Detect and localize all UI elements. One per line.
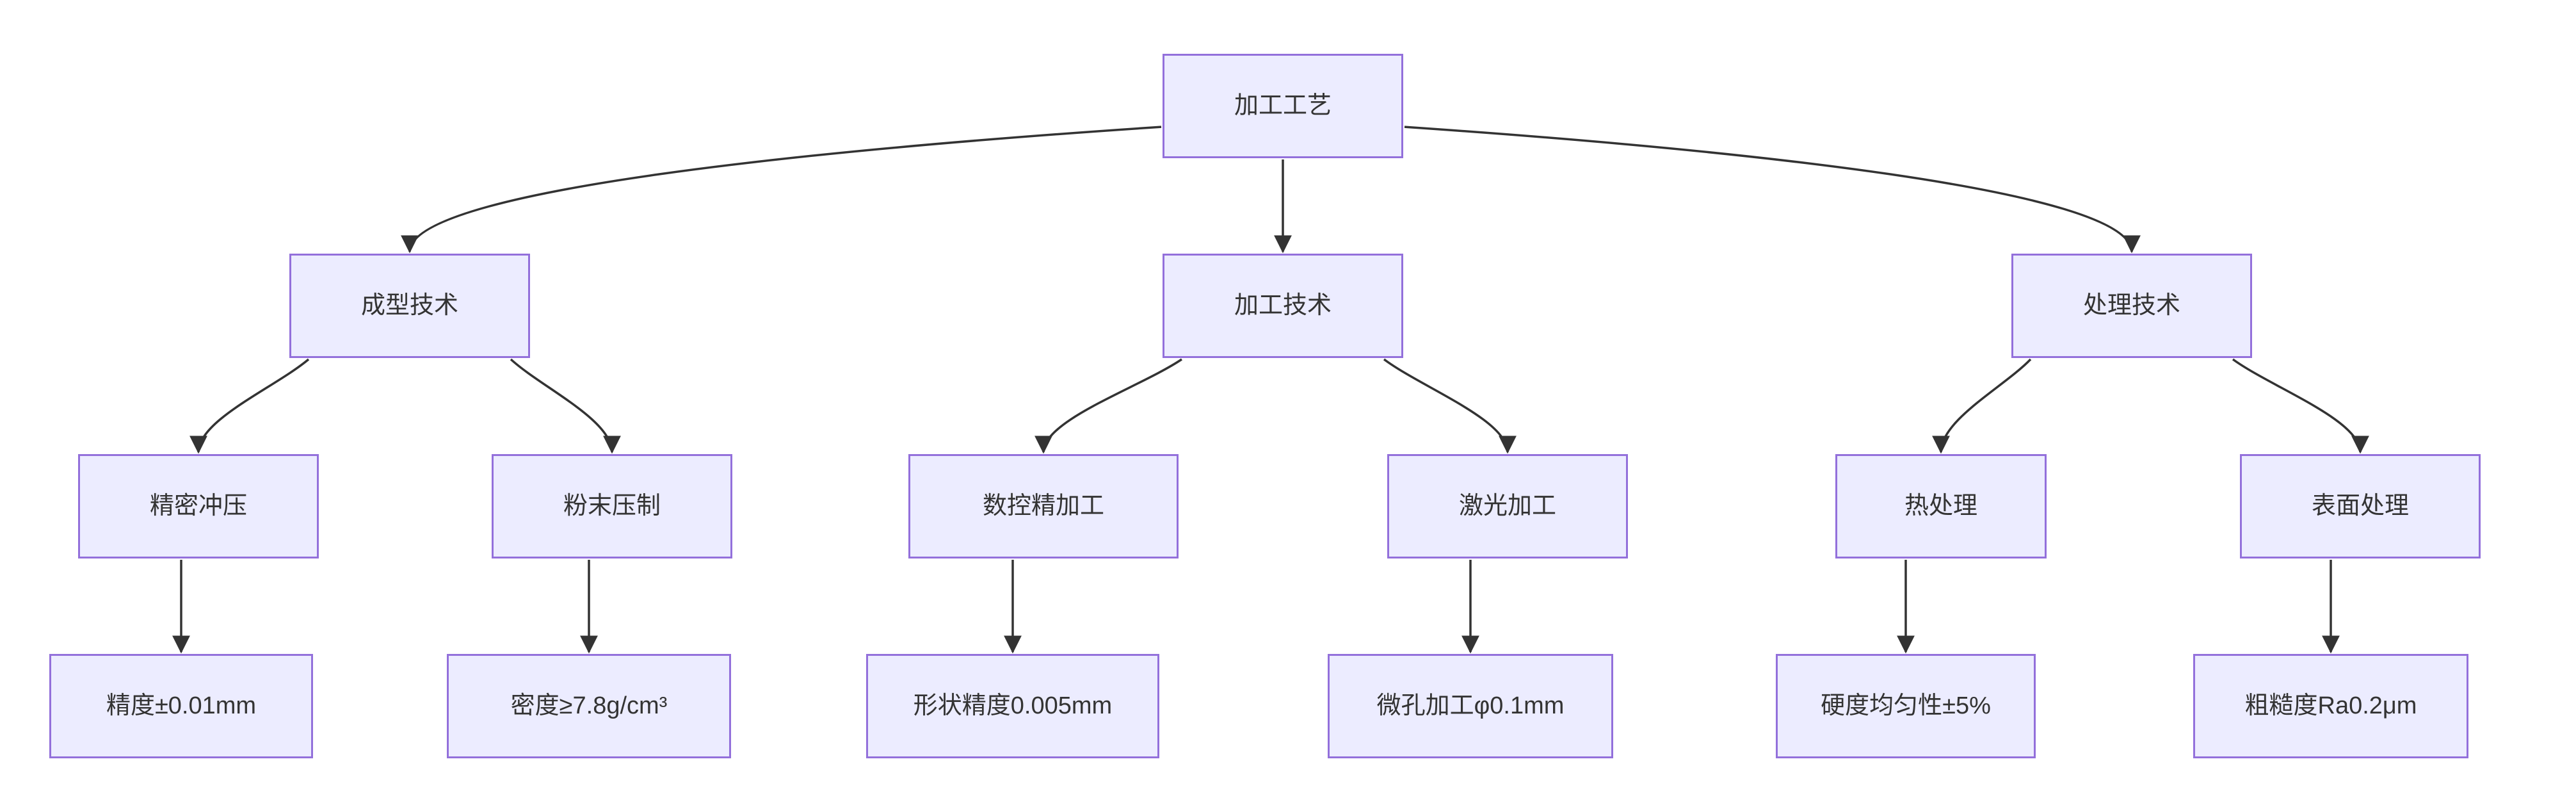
flow-node-heat-spec: 硬度均匀性±5%: [1776, 654, 2036, 758]
edge-forming-to-stamping: [189, 358, 310, 454]
flow-node-surface: 表面处理: [2240, 454, 2481, 558]
flow-node-surface-spec: 粗糙度Ra0.2μm: [2193, 654, 2468, 758]
edge-treatment-to-surface: [2232, 358, 2369, 454]
flow-node-cnc: 数控精加工: [908, 454, 1179, 558]
edge-forming-to-powder: [510, 358, 621, 454]
flow-node-laser-spec: 微孔加工φ0.1mm: [1328, 654, 1613, 758]
flow-node-forming: 成型技术: [289, 254, 530, 358]
edge-treatment-to-heat: [1932, 358, 2032, 454]
flow-node-laser: 激光加工: [1387, 454, 1628, 558]
flow-node-stamping: 精密冲压: [78, 454, 319, 558]
edge-machining-to-laser: [1383, 358, 1517, 454]
flow-node-machining: 加工技术: [1163, 254, 1403, 358]
edge-root-to-treatment: [1404, 126, 2141, 254]
flow-node-stamping-spec: 精度±0.01mm: [49, 654, 313, 758]
flow-node-heat: 热处理: [1835, 454, 2047, 558]
flow-node-treatment: 处理技术: [2011, 254, 2252, 358]
flow-node-root: 加工工艺: [1163, 54, 1403, 158]
edge-root-to-forming: [401, 126, 1162, 254]
flow-node-powder: 粉末压制: [492, 454, 732, 558]
flow-node-cnc-spec: 形状精度0.005mm: [866, 654, 1159, 758]
edge-machining-to-cnc: [1034, 358, 1182, 454]
flow-node-powder-spec: 密度≥7.8g/cm³: [447, 654, 731, 758]
